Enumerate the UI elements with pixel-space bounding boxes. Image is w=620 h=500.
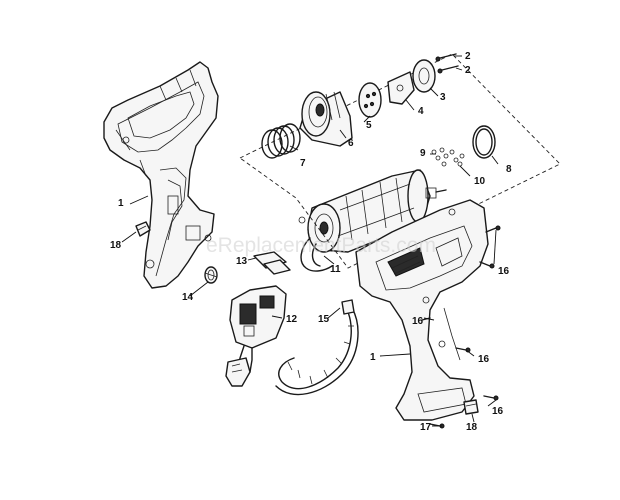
callout-8: 8 <box>506 164 512 175</box>
part-3-end-plate <box>412 59 436 93</box>
part-18-clip-left <box>135 221 151 237</box>
left-housing-half <box>103 61 219 289</box>
part-5-washer <box>358 82 382 118</box>
watermark: eReplacementParts.com <box>206 234 436 257</box>
callout-1: 1 <box>370 352 376 363</box>
callout-3: 3 <box>440 92 446 103</box>
part-7-spring <box>261 123 301 159</box>
callout-17: 17 <box>420 422 432 433</box>
callout-16: 16 <box>492 406 504 417</box>
part-13-plate <box>253 251 291 275</box>
part-9-10-balls <box>431 147 465 167</box>
part-4-bracket <box>387 71 415 105</box>
callout-2: 2 <box>465 51 471 62</box>
callouts: 1 1 2 2 3 4 5 6 7 8 9 10 11 12 13 14 15 … <box>110 51 512 433</box>
callout-1: 1 <box>118 198 124 209</box>
part-8-o-ring <box>472 125 496 159</box>
callout-7: 7 <box>300 158 306 169</box>
callout-4: 4 <box>418 106 424 117</box>
part-12-switch <box>225 285 287 387</box>
part-18-clip-right <box>463 399 479 415</box>
callout-10: 10 <box>474 176 486 187</box>
callout-13: 13 <box>236 256 248 267</box>
callout-18: 18 <box>466 422 478 433</box>
callout-15: 15 <box>318 314 330 325</box>
callout-18: 18 <box>110 240 122 251</box>
callout-16: 16 <box>478 354 490 365</box>
callout-16: 16 <box>498 266 510 277</box>
callout-2: 2 <box>465 65 471 76</box>
callout-6: 6 <box>348 138 354 149</box>
part-14-knob <box>204 266 218 284</box>
part-2-screws <box>435 53 459 74</box>
callout-16: 16 <box>412 316 424 327</box>
leader-lines <box>121 55 499 427</box>
part-16-17-screws <box>421 225 501 429</box>
callout-9: 9 <box>420 148 426 159</box>
part-6-clutch-cup <box>299 91 353 147</box>
part-15-strap <box>275 299 359 396</box>
callout-14: 14 <box>182 292 194 303</box>
callout-12: 12 <box>286 314 298 325</box>
callout-11: 11 <box>330 264 341 275</box>
callout-5: 5 <box>366 120 372 131</box>
